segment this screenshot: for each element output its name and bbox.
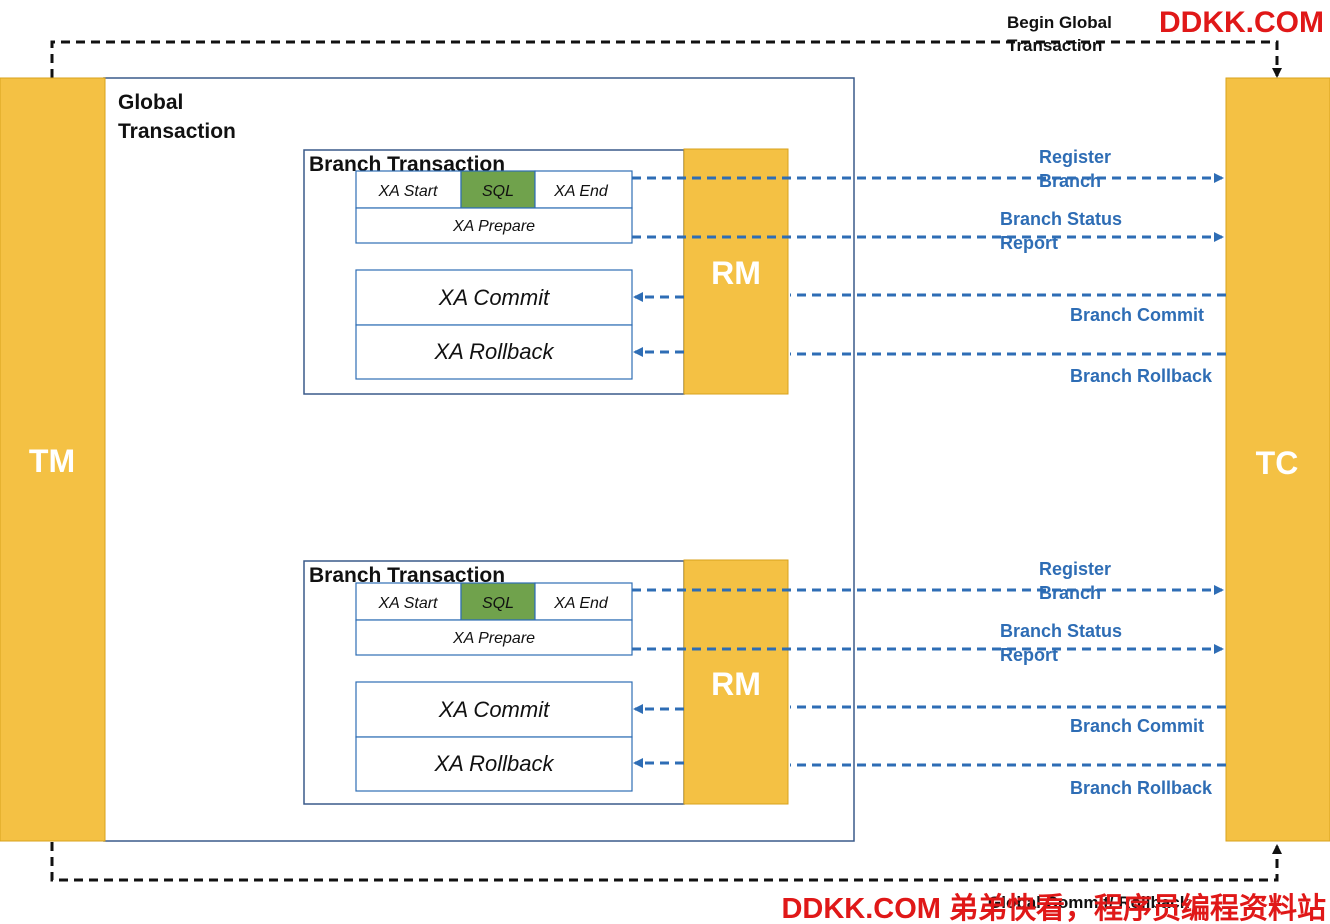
register-branch-label-2: Branch <box>1039 583 1101 603</box>
begin-global-transaction-arrow <box>50 40 1282 78</box>
watermark-top: DDKK.COM <box>1159 6 1324 39</box>
branch-transaction-title: Branch Transaction <box>309 564 505 587</box>
xa-rollback-box <box>355 324 633 380</box>
global-commit-rollback-label: Global Commit/ Rollback <box>988 893 1190 912</box>
xa-end-label: XA End <box>553 183 609 200</box>
branch-status-label-1: Branch Status <box>1000 209 1122 229</box>
sql-box <box>460 582 536 621</box>
xa-commit-label: XA Commit <box>438 697 550 722</box>
sql-label: SQL <box>482 595 514 612</box>
register-branch-label-2: Branch <box>1039 171 1101 191</box>
tm-node <box>0 77 106 842</box>
xa-start-label: XA Start <box>378 183 439 200</box>
xa-start-label: XA Start <box>378 595 439 612</box>
watermark-bottom: DDKK.COM 弟弟快看，程序员编程资料站 <box>781 891 1326 924</box>
branch-transaction-1: Branch Transaction XA Start SQL XA End X… <box>303 147 1226 395</box>
xa-start-box <box>355 582 462 621</box>
xa-rollback-label: XA Rollback <box>433 751 554 776</box>
rm-label: RM <box>711 255 761 291</box>
branch-rollback-label: Branch Rollback <box>1070 366 1213 386</box>
xa-end-label: XA End <box>553 595 609 612</box>
xa-end-box <box>534 582 633 621</box>
xa-end-box <box>534 170 633 209</box>
xa-prepare-label: XA Prepare <box>452 630 535 647</box>
xa-rollback-label: XA Rollback <box>433 339 554 364</box>
begin-global-label-1: Begin Global <box>1007 13 1112 32</box>
global-transaction-label-1: Global <box>118 91 183 114</box>
global-transaction-label-2: Transaction <box>118 120 236 143</box>
xa-prepare-box <box>355 207 633 244</box>
branch-rollback-label: Branch Rollback <box>1070 778 1213 798</box>
branch-transaction-2: Branch Transaction XA Start SQL XA End X… <box>303 559 1226 805</box>
register-branch-label-1: Register <box>1039 559 1111 579</box>
begin-global-label-2: Transaction <box>1007 36 1102 55</box>
sql-box <box>460 170 536 209</box>
rm-node <box>683 559 789 805</box>
global-commit-rollback-arrow <box>50 842 1282 882</box>
xa-prepare-label: XA Prepare <box>452 218 535 235</box>
sql-label: SQL <box>482 183 514 200</box>
xa-prepare-box <box>355 619 633 656</box>
branch-status-label-1: Branch Status <box>1000 621 1122 641</box>
branch-commit-label: Branch Commit <box>1070 716 1204 736</box>
rm-node <box>683 148 789 395</box>
branch-status-label-2: Report <box>1000 645 1058 665</box>
rm-label: RM <box>711 666 761 702</box>
tm-label: TM <box>29 443 75 479</box>
xa-commit-label: XA Commit <box>438 285 550 310</box>
xa-commit-box <box>355 681 633 738</box>
register-branch-label-1: Register <box>1039 147 1111 167</box>
branch-transaction-title: Branch Transaction <box>309 153 505 176</box>
tc-label: TC <box>1256 445 1299 481</box>
tc-node <box>1225 77 1330 842</box>
branch-commit-label: Branch Commit <box>1070 305 1204 325</box>
branch-status-label-2: Report <box>1000 233 1058 253</box>
xa-rollback-box <box>355 736 633 792</box>
